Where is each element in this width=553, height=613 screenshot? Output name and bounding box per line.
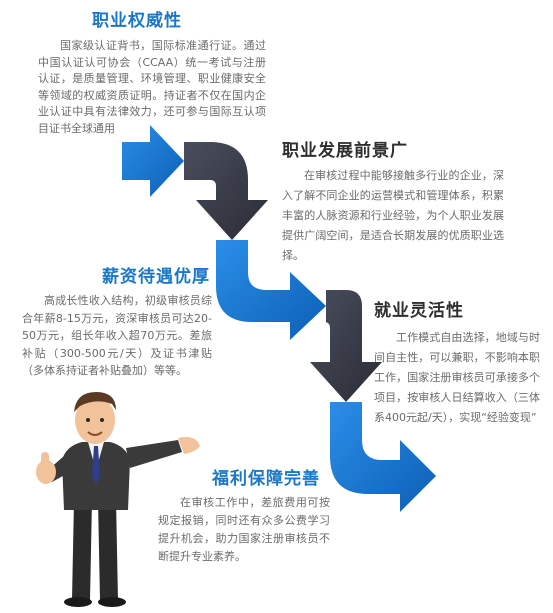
section-benefits: 在审核工作中，差旅费用可按规定报销，同时还有众多公费学习提升机会，助力国家注册审… xyxy=(158,494,330,566)
section-benefits-title: 福利保障完善 xyxy=(212,469,320,489)
section-authority-title: 职业权威性 xyxy=(92,11,182,31)
flow-segment-3 xyxy=(310,290,382,402)
section-salary-title: 薪资待遇优厚 xyxy=(102,267,210,287)
section-flexibility-title: 就业灵活性 xyxy=(374,301,464,321)
section-flexibility-body: 工作模式自由选择，地域与时间自主性，可以兼职，不影响本职工作，国家注册审核员可承… xyxy=(374,331,540,424)
flow-segment-1 xyxy=(184,142,268,240)
section-salary-title-wrap: 薪资待遇优厚 xyxy=(102,266,262,288)
section-prospects-title-wrap: 职业发展前景广 xyxy=(282,140,482,162)
section-prospects-body: 在审核过程中能够接触多行业的企业，深入了解不同企业的运营模式和管理体系，积累丰富… xyxy=(282,169,504,262)
section-benefits-title-wrap: 福利保障完善 xyxy=(212,468,372,490)
flow-segment-4 xyxy=(330,402,436,512)
section-flexibility: 工作模式自由选择，地域与时间自主性，可以兼职，不影响本职工作，国家注册审核员可承… xyxy=(374,328,540,428)
section-prospects: 在审核过程中能够接触多行业的企业，深入了解不同企业的运营模式和管理体系，积累丰富… xyxy=(282,166,504,266)
section-salary: 高成长性收入结构，初级审核员综合年薪8-15万元，资深审核员可达20-50万元，… xyxy=(22,292,212,380)
section-authority-title-wrap: 职业权威性 xyxy=(92,10,272,32)
section-authority-body: 国家级认证背书，国际标准通行证。通过中国认证认可协会（CCAA）统一考试与注册认… xyxy=(38,39,266,135)
section-authority: 国家级认证背书，国际标准通行证。通过中国认证认可协会（CCAA）统一考试与注册认… xyxy=(38,38,266,137)
section-prospects-title: 职业发展前景广 xyxy=(282,141,408,161)
flow-start-arrow xyxy=(122,125,184,197)
section-flexibility-title-wrap: 就业灵活性 xyxy=(374,300,534,322)
section-benefits-body: 在审核工作中，差旅费用可按规定报销，同时还有众多公费学习提升机会，助力国家注册审… xyxy=(158,496,330,563)
flow-segment-2 xyxy=(216,240,326,340)
section-salary-body: 高成长性收入结构，初级审核员综合年薪8-15万元，资深审核员可达20-50万元，… xyxy=(22,294,212,377)
